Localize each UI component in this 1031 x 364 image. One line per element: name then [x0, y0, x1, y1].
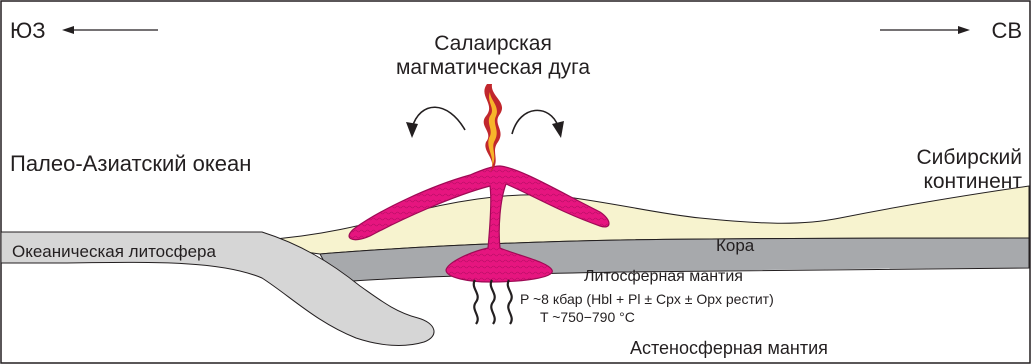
- ocean-label: Палео-Азиатский океан: [10, 151, 251, 176]
- temperature-label: T ~750−790 °C: [540, 309, 635, 325]
- arc-title-line1: Салаирская: [434, 32, 552, 55]
- lithospheric-mantle-label: Литосферная мантия: [584, 268, 743, 285]
- compass-right-label: СВ: [991, 18, 1022, 43]
- oceanic-lithosphere-label: Океаническая литосфера: [12, 242, 217, 261]
- arc-title-line2: магматическая дуга: [396, 56, 590, 79]
- asthenosphere-label: Астеносферная мантия: [630, 338, 828, 358]
- continent-label-line2: континент: [923, 170, 1022, 193]
- pressure-label: P ~8 кбар (Hbl + Pl ± Cpx ± Opx рестит): [520, 291, 774, 307]
- compass-left-label: ЮЗ: [10, 18, 46, 43]
- continent-label-line1: Сибирский: [917, 146, 1022, 169]
- crust-label: Кора: [716, 236, 755, 255]
